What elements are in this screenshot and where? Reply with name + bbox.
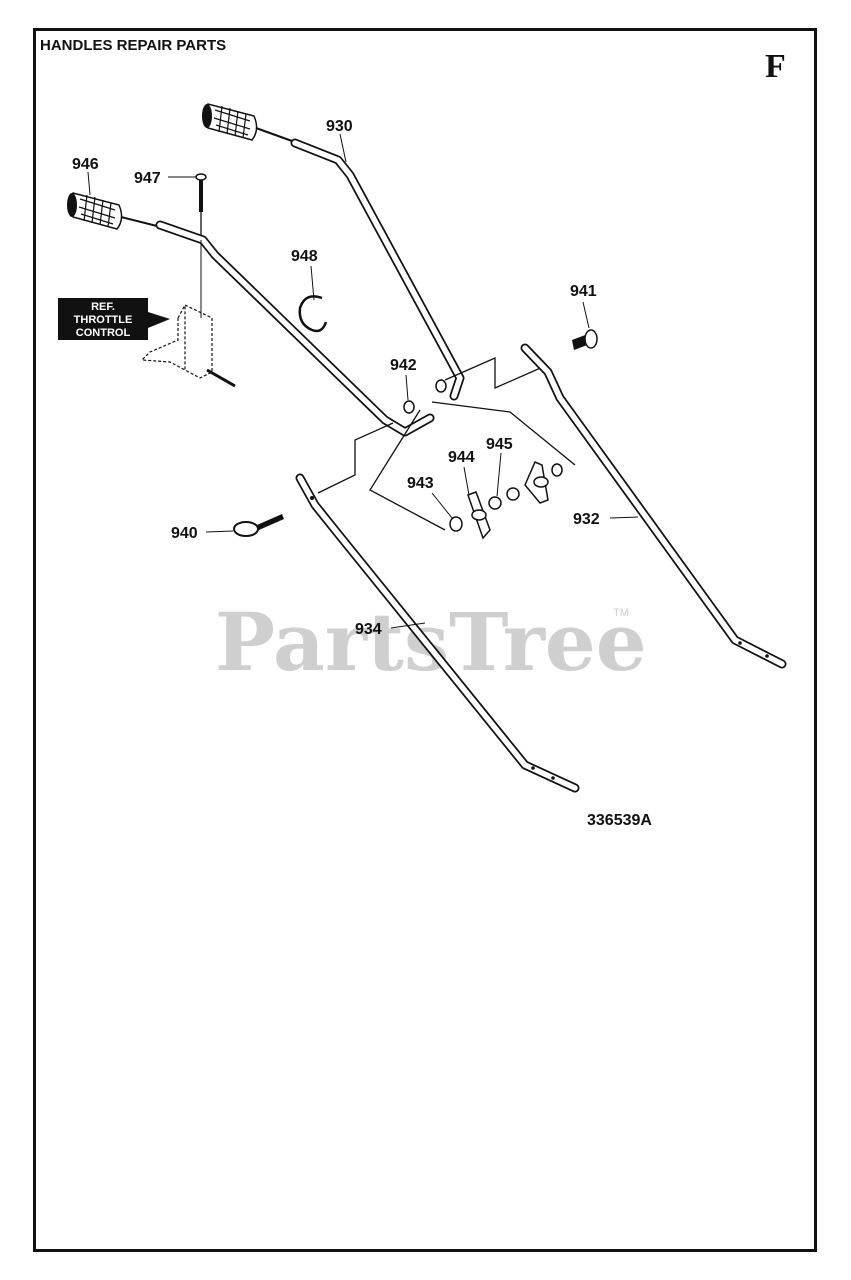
right-lower-handle-932[interactable]	[520, 343, 787, 669]
callout-942: 942	[390, 357, 417, 374]
lower-upper-handle[interactable]	[155, 220, 435, 437]
clip-948-icon	[298, 265, 328, 333]
ref-throttle-control-box: REF. THROTTLE CONTROL	[58, 298, 170, 340]
assembly-lines	[317, 357, 576, 531]
callout-945: 945	[486, 436, 513, 453]
callout-948: 948	[291, 248, 318, 265]
figure-number: 336539A	[587, 812, 652, 829]
callout-946: 946	[72, 156, 99, 173]
section-letter: F	[765, 48, 786, 85]
callout-944: 944	[448, 449, 475, 466]
bolt-941-icon	[572, 301, 598, 350]
callout-934: 934	[355, 621, 382, 638]
grip-930-icon	[202, 103, 293, 142]
upper-handle-930[interactable]	[290, 138, 465, 401]
grip-946-icon	[67, 192, 158, 230]
washer-942-icon	[403, 374, 447, 414]
ref-line-3: CONTROL	[76, 327, 131, 339]
diagram-title: HANDLES REPAIR PARTS	[40, 37, 226, 54]
callout-941: 941	[570, 283, 597, 300]
callout-943: 943	[407, 475, 434, 492]
callout-947: 947	[134, 170, 161, 187]
ref-line-2: THROTTLE	[74, 314, 133, 326]
diagram-border	[33, 28, 817, 1252]
ref-line-1: REF.	[91, 301, 115, 313]
left-lower-handle-934[interactable]	[295, 473, 580, 793]
eye-bolt-940-icon	[205, 514, 284, 537]
callout-932: 932	[573, 511, 600, 528]
throttle-control-ref-icon	[140, 304, 236, 388]
hardware-set-icon	[431, 452, 563, 540]
callout-940: 940	[171, 525, 198, 542]
callout-930: 930	[326, 118, 353, 135]
watermark-trademark: TM	[613, 607, 629, 619]
